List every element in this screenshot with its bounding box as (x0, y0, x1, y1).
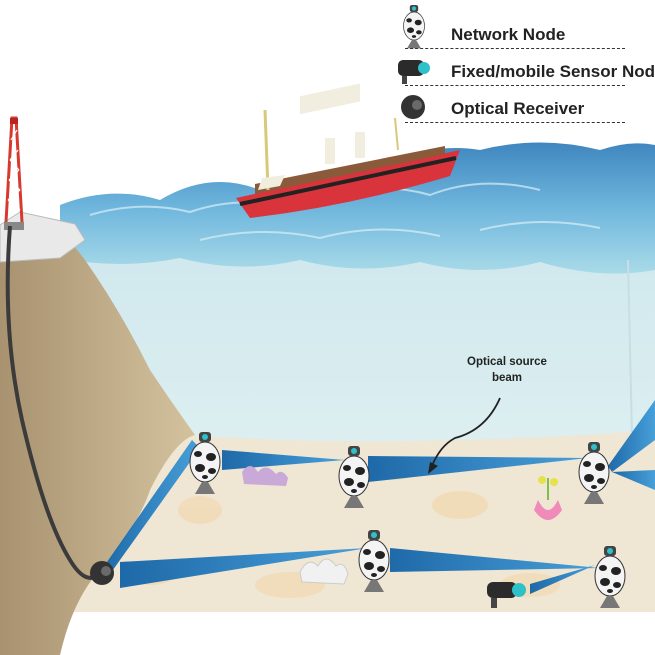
annotation-arrow (431, 397, 501, 467)
optical-beams (100, 400, 655, 594)
beam-1 (222, 450, 345, 470)
coral-icon (242, 466, 288, 486)
coral-icon-white (299, 558, 349, 585)
legend-label: Network Node (451, 25, 566, 44)
legend-divider (405, 85, 625, 86)
legend-item-sensor-node: Fixed/mobile Sensor Node (395, 52, 655, 86)
sensor-node-icon (398, 60, 430, 84)
ship-icon (236, 83, 460, 218)
legend-divider (405, 122, 625, 123)
legend-item-network-node: Network Node (395, 15, 655, 49)
sea-plant-icon (534, 476, 562, 520)
legend-item-optical-receiver: Optical Receiver (395, 89, 655, 123)
sensor-node-icon (487, 582, 526, 608)
annotation-line-1: Optical source (467, 356, 547, 368)
beam-5 (100, 440, 200, 574)
annotation-line-2: beam (491, 372, 523, 384)
beam-8 (612, 470, 655, 490)
communication-tower-icon (4, 116, 24, 230)
optical-receiver-icon (401, 95, 425, 119)
legend-divider (405, 48, 625, 49)
sea-surface (60, 142, 655, 274)
beam-2 (368, 456, 588, 482)
coastal-cliff (0, 230, 195, 655)
seabed-cable (5, 225, 100, 580)
optical-source-beam-label: Optical source beam (452, 354, 562, 386)
beam-3 (120, 548, 368, 588)
beam-6 (530, 565, 595, 594)
beam-7 (608, 400, 655, 472)
legend-label: Optical Receiver (451, 99, 585, 118)
optical-receiver-icon (90, 561, 114, 585)
legend-label: Fixed/mobile Sensor Node (451, 62, 655, 81)
beam-4 (390, 548, 600, 572)
